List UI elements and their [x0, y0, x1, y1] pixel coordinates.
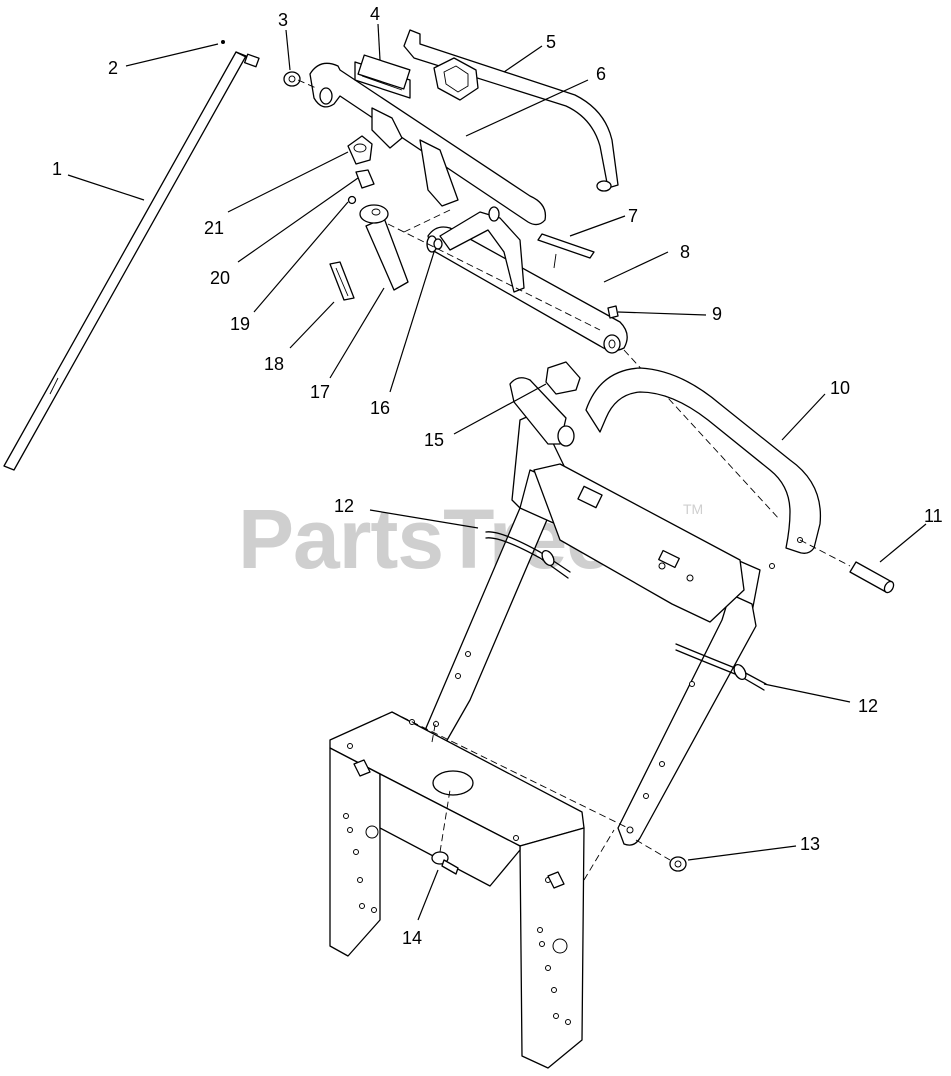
- part-17-housing-tube[interactable]: [359, 204, 409, 291]
- lower-mounting-bracket: [329, 711, 585, 1069]
- watermark-trademark: TM: [683, 501, 703, 517]
- callout-19[interactable]: 19: [230, 314, 250, 334]
- callout-13[interactable]: 13: [800, 834, 820, 854]
- part-1-control-rod[interactable]: [3, 51, 247, 471]
- callout-labels: 1 2 3 4 5 6 7 8 9 10 11 12 12 13 14 15 1…: [52, 4, 943, 948]
- part-8-control-arm[interactable]: [426, 206, 628, 354]
- part-7-strap[interactable]: [537, 233, 595, 269]
- part-5-upper-bail[interactable]: [403, 29, 619, 192]
- callout-4[interactable]: 4: [370, 4, 380, 24]
- callout-12-right[interactable]: 12: [858, 696, 878, 716]
- part-2-rod-end[interactable]: [221, 40, 260, 68]
- callout-18[interactable]: 18: [264, 354, 284, 374]
- callout-12-left[interactable]: 12: [334, 496, 354, 516]
- callout-2[interactable]: 2: [108, 58, 118, 78]
- part-3-nut[interactable]: [283, 71, 301, 87]
- part-19-washer[interactable]: [347, 195, 357, 205]
- callout-6[interactable]: 6: [596, 64, 606, 84]
- callout-11[interactable]: 11: [924, 506, 943, 526]
- callout-20[interactable]: 20: [210, 268, 230, 288]
- part-11-pin[interactable]: [799, 539, 895, 594]
- part-21-knob[interactable]: [347, 135, 373, 165]
- callout-3[interactable]: 3: [278, 10, 288, 30]
- callout-9[interactable]: 9: [712, 304, 722, 324]
- part-12-cable-tie-left[interactable]: [485, 531, 571, 579]
- part-20-clip[interactable]: [355, 169, 375, 189]
- part-15-bumper[interactable]: [545, 361, 581, 395]
- callout-5[interactable]: 5: [546, 32, 556, 52]
- callout-15[interactable]: 15: [424, 430, 444, 450]
- callout-14[interactable]: 14: [402, 928, 422, 948]
- part-18-label[interactable]: [329, 261, 355, 301]
- callout-1[interactable]: 1: [52, 159, 62, 179]
- leader-lines: [67, 23, 927, 921]
- callout-17[interactable]: 17: [310, 382, 330, 402]
- part-16-bolt[interactable]: [433, 238, 443, 250]
- part-10-handle-frame[interactable]: [425, 367, 822, 846]
- callout-16[interactable]: 16: [370, 398, 390, 418]
- assembly-lines-lower: [391, 711, 629, 881]
- callout-10[interactable]: 10: [830, 378, 850, 398]
- part-9-pin[interactable]: [607, 305, 619, 319]
- part-13-nut[interactable]: [635, 839, 687, 872]
- callout-21[interactable]: 21: [204, 218, 224, 238]
- part-4-decal[interactable]: [357, 54, 411, 90]
- callout-8[interactable]: 8: [680, 242, 690, 262]
- callout-7[interactable]: 7: [628, 206, 638, 226]
- part-12-cable-tie-right[interactable]: [675, 643, 767, 691]
